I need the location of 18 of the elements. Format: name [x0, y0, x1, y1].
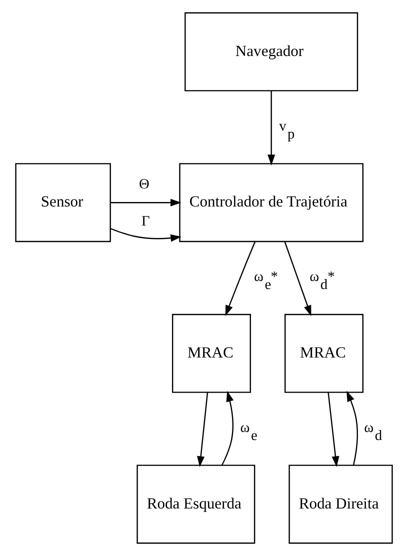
- node-box: MRAC: [284, 314, 363, 393]
- arrow: [220, 390, 234, 466]
- arrow: [284, 241, 311, 316]
- node-box: Navegador: [184, 12, 358, 92]
- arrow: [327, 392, 339, 468]
- arrow: [224, 241, 256, 316]
- arrow: [267, 90, 275, 166]
- arrow: [110, 228, 181, 242]
- edge-label: Γ: [140, 213, 150, 230]
- node-box: Roda Esquerda: [136, 464, 255, 544]
- edge-label: Θ: [138, 176, 149, 192]
- arrow: [196, 392, 208, 468]
- node-box: MRAC: [171, 314, 250, 393]
- node-box: Sensor: [14, 163, 110, 242]
- arrow: [110, 198, 181, 206]
- node-box: Controlador de Trajetória: [178, 163, 363, 242]
- node-box: Roda Direita: [288, 464, 392, 544]
- arrow: [346, 390, 358, 466]
